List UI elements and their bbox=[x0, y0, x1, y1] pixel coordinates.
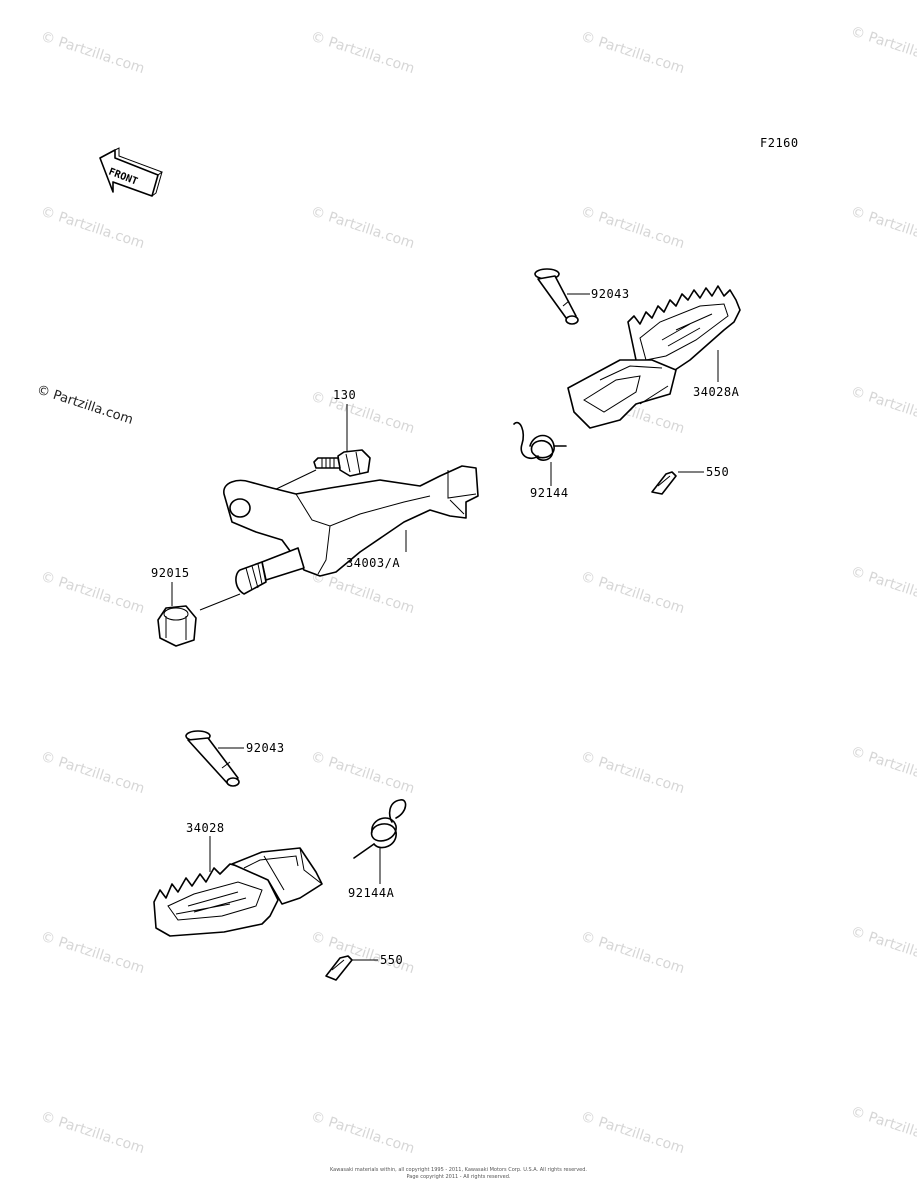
label-footpeg-lower: 34028 bbox=[186, 821, 225, 835]
watermark: © Partzilla.com bbox=[849, 204, 917, 253]
watermark: © Partzilla.com bbox=[39, 929, 147, 978]
label-bolt: 130 bbox=[333, 388, 356, 402]
watermark: © Partzilla.com bbox=[849, 1104, 917, 1153]
watermarks: © Partzilla.com © Partzilla.com © Partzi… bbox=[39, 24, 917, 1158]
watermark: © Partzilla.com bbox=[39, 1109, 147, 1158]
footpeg-upper bbox=[567, 285, 741, 429]
label-bracket: 34003/A bbox=[346, 556, 400, 570]
watermark: © Partzilla.com bbox=[309, 389, 417, 438]
watermark: © Partzilla.com bbox=[39, 749, 147, 798]
watermark: © Partzilla.com bbox=[579, 569, 687, 618]
watermark: © Partzilla.com bbox=[309, 204, 417, 253]
side-copyright: © Partzilla.com bbox=[35, 383, 135, 428]
watermark: © Partzilla.com bbox=[39, 569, 147, 618]
footpeg-bracket bbox=[223, 465, 479, 595]
nut bbox=[157, 605, 197, 647]
watermark: © Partzilla.com bbox=[309, 1109, 417, 1158]
watermark: © Partzilla.com bbox=[579, 929, 687, 978]
watermark: © Partzilla.com bbox=[849, 24, 917, 73]
watermark: © Partzilla.com bbox=[849, 384, 917, 433]
label-cotter-lower: 550 bbox=[380, 953, 403, 967]
bolt bbox=[313, 449, 371, 477]
figure-code: F2160 bbox=[760, 136, 799, 150]
watermark: © Partzilla.com bbox=[39, 29, 147, 78]
copyright-line-1: Kawasaki materials within, all copyright… bbox=[329, 1167, 588, 1173]
footpeg-lower bbox=[153, 847, 323, 937]
pin-lower bbox=[185, 730, 240, 787]
watermark: © Partzilla.com bbox=[39, 204, 147, 253]
label-pin-lower: 92043 bbox=[246, 741, 285, 755]
label-cotter-upper: 550 bbox=[706, 465, 729, 479]
watermark: © Partzilla.com bbox=[579, 204, 687, 253]
watermark: © Partzilla.com bbox=[309, 749, 417, 798]
cotter-upper bbox=[651, 471, 677, 495]
watermark: © Partzilla.com bbox=[849, 924, 917, 973]
spring-lower bbox=[353, 799, 407, 859]
copyright-line-2: Page copyright 2011 - All rights reserve… bbox=[406, 1174, 511, 1180]
watermark: © Partzilla.com bbox=[849, 564, 917, 613]
watermark: © Partzilla.com bbox=[309, 569, 417, 618]
watermark: © Partzilla.com bbox=[579, 749, 687, 798]
front-arrow: FRONT bbox=[99, 147, 164, 197]
label-spring-upper: 92144 bbox=[530, 486, 569, 500]
label-footpeg-upper: 34028A bbox=[693, 385, 740, 399]
watermark: © Partzilla.com bbox=[579, 1109, 687, 1158]
watermark: © Partzilla.com bbox=[579, 29, 687, 78]
label-pin-upper: 92043 bbox=[591, 287, 630, 301]
spring-upper bbox=[513, 421, 567, 461]
pin-upper bbox=[534, 268, 579, 325]
label-spring-lower: 92144A bbox=[348, 886, 395, 900]
label-nut: 92015 bbox=[151, 566, 190, 580]
watermark: © Partzilla.com bbox=[309, 29, 417, 78]
cotter-lower bbox=[325, 955, 353, 981]
watermark: © Partzilla.com bbox=[849, 744, 917, 793]
